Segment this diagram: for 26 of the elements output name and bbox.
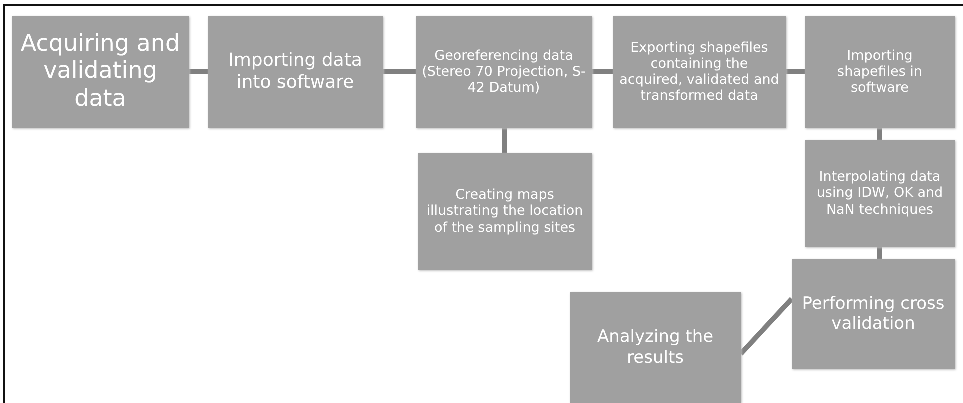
step-text: Creating maps illustrating the location of the sampling sites bbox=[426, 187, 584, 236]
connector-line bbox=[383, 70, 416, 74]
step-text: Georeferencing data (Stereo 70 Projection, S-42 Datum) bbox=[422, 48, 586, 96]
process-box bbox=[570, 292, 741, 403]
process-box bbox=[12, 16, 189, 128]
connector-line bbox=[878, 128, 882, 140]
step-text: Exporting shapefiles containing the acquired, validated and transformed data bbox=[619, 40, 780, 104]
process-box bbox=[613, 16, 786, 128]
process-box bbox=[416, 16, 592, 128]
step-text: Performing cross validation bbox=[801, 294, 946, 334]
connector-line bbox=[502, 128, 508, 153]
process-box bbox=[208, 16, 383, 128]
step-text: Importing data into software bbox=[228, 50, 364, 94]
process-box bbox=[792, 259, 955, 369]
step-text: Importing shapefiles in software bbox=[836, 48, 924, 96]
step-text: Acquiring and validating data bbox=[20, 30, 182, 114]
process-box bbox=[805, 140, 955, 247]
connector-line bbox=[878, 247, 882, 259]
connector-line bbox=[739, 297, 794, 356]
process-box bbox=[418, 153, 592, 270]
connector-line bbox=[786, 70, 805, 74]
connector-line bbox=[592, 70, 613, 74]
step-text: Interpolating data using IDW, OK and NaN techniques bbox=[816, 169, 944, 218]
connector-line bbox=[189, 70, 208, 74]
process-box bbox=[805, 16, 955, 128]
step-text: Analyzing the results bbox=[596, 327, 715, 368]
